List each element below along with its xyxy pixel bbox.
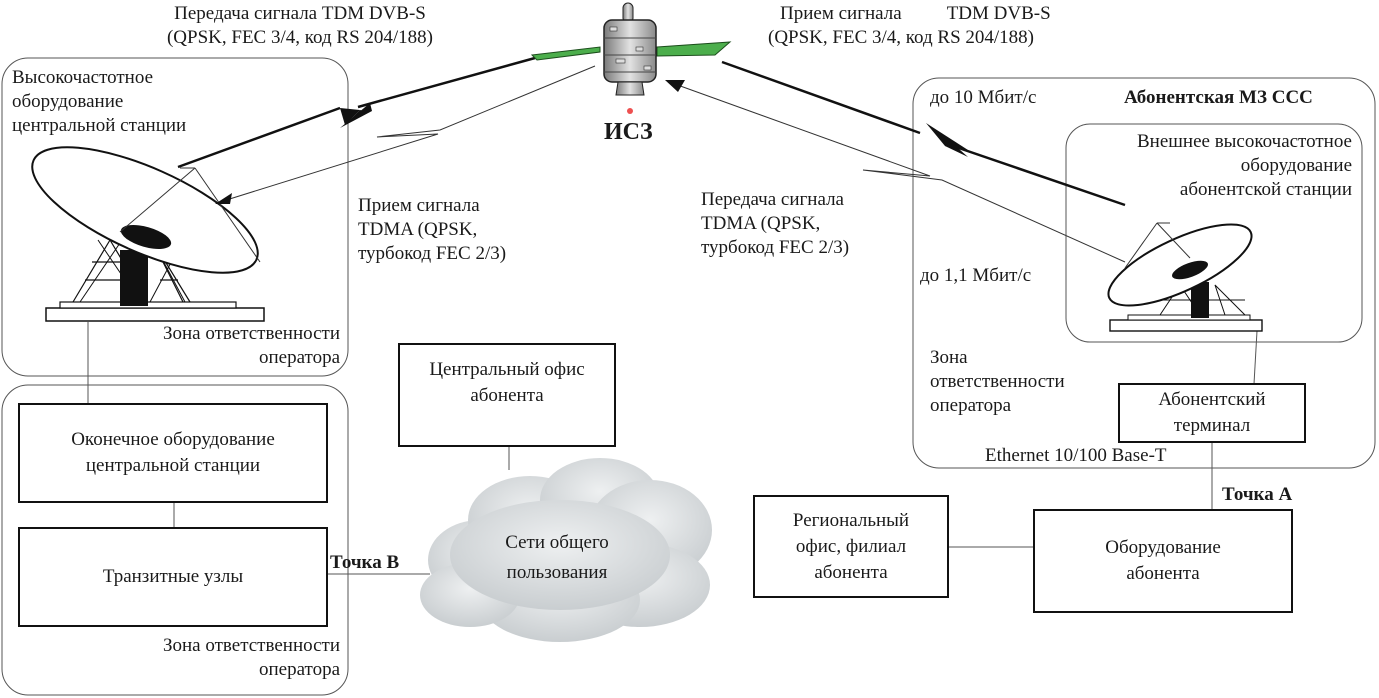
subscriber-terminal-box[interactable]: Абонентский терминал [1118,383,1306,443]
terminal-equipment-label: Оконечное оборудование центральной станц… [71,429,275,476]
central-rf-title-line: центральной станции [12,115,187,136]
return-tx-line: TDMA (QPSK, [701,213,821,234]
central-rf-title-line: Высокочастотное [12,67,154,88]
central-office-box[interactable]: Центральный офис абонента [398,343,616,447]
subscriber-rf-zone [1065,123,1363,343]
forward-rx-line1a: Прием сигнала [780,3,902,24]
satellite-label: ИСЗ [604,119,653,145]
subscriber-station-zone [912,77,1376,469]
subscriber-rf-title-line: абонентской станции [1179,179,1352,200]
subscriber-equipment-box[interactable]: Оборудование абонента [1033,509,1293,613]
central-rf-zone [1,57,349,377]
cloud-label: Сети общего пользования [505,532,609,583]
regional-office-box[interactable]: Региональный офис, филиал абонента [753,495,949,598]
forward-tx-line1: Передача сигнала TDM DVB-S [174,3,426,24]
central-ground-zone-label: Зона ответственности оператора [96,634,340,682]
subscriber-equipment-label: Оборудование абонента [1105,537,1221,584]
return-rx-line: Прием сигнала [358,195,480,216]
central-rf-title-line: оборудование [12,91,124,112]
zone-line: оператора [258,659,340,680]
downlink-rate: до 10 Мбит/с [930,87,1037,108]
zone-line: оператора [930,395,1012,416]
return-tx-line: Передача сигнала [701,189,844,210]
return-tx-line: турбокод FEC 2/3) [701,237,850,258]
central-dish-antenna-icon [31,146,265,322]
subscriber-station-title: Абонентская МЗ ССС [1124,87,1313,108]
return-uplink-arrow [665,80,1126,263]
forward-uplink-arrow [177,56,536,169]
central-office-label: Центральный офис абонента [429,359,585,406]
zone-line: оператора [258,347,340,368]
regional-office-label: Региональный офис, филиал абонента [792,509,910,583]
central-rf-title: Высокочастотное оборудование центральной… [12,66,186,138]
uplink-rate: до 1,1 Мбит/с [920,265,1032,286]
return-downlink-arrow [215,65,596,204]
cloud-icon [420,458,712,642]
satellite-icon [530,2,732,114]
central-rf-zone-label: Зона ответственности оператора [96,322,340,370]
subscriber-rf-title-line: Внешнее высокочастотное [1137,131,1352,152]
return-rx-line: TDMA (QPSK, [358,219,478,240]
forward-downlink-arrow [721,60,1126,207]
zone-line: Зона [930,347,968,368]
zone-line: Зона ответственности [163,323,340,344]
forward-rx-label: Прием сигнала TDM DVB-S (QPSK, FEC 3/4, к… [768,2,1051,50]
forward-rx-line2: (QPSK, FEC 3/4, код RS 204/188) [768,27,1035,48]
dish-to-terminal-line [1253,330,1258,385]
subscriber-zone-label: Зона ответственности оператора [930,346,1065,418]
terminal-equipment-box[interactable]: Оконечное оборудование центральной станц… [18,403,328,503]
zone-line: Зона ответственности [163,635,340,656]
forward-tx-line2: (QPSK, FEC 3/4, код RS 204/188) [166,27,433,48]
return-tx-label: Передача сигнала TDMA (QPSK, турбокод FE… [701,188,849,260]
central-ground-zone [1,384,349,696]
return-rx-line: турбокод FEC 2/3) [358,243,507,264]
return-rx-label: Прием сигнала TDMA (QPSK, турбокод FEC 2… [358,194,506,266]
transit-nodes-label: Транзитные узлы [102,566,244,587]
subscriber-rf-title: Внешнее высокочастотное оборудование або… [1060,130,1352,202]
forward-tx-label: Передача сигнала TDM DVB-S (QPSK, FEC 3/… [120,2,480,50]
transit-nodes-box[interactable]: Транзитные узлы [18,527,328,627]
point-a-label: Точка А [1222,484,1293,505]
forward-rx-line1b: TDM DVB-S [946,3,1051,24]
subscriber-rf-title-line: оборудование [1240,155,1352,176]
ethernet-interface-label: Ethernet 10/100 Base-T [985,445,1167,466]
point-b-label: Точка В [330,552,400,573]
zone-line: ответственности [930,371,1065,392]
subscriber-terminal-label: Абонентский терминал [1158,389,1266,436]
subscriber-dish-antenna-icon [1107,222,1263,332]
